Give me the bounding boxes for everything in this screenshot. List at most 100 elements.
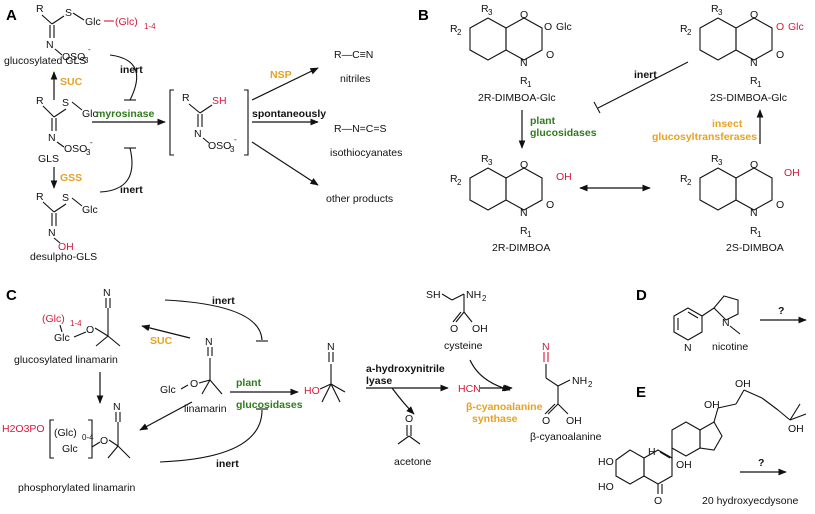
svg-text:OSO: OSO bbox=[62, 51, 85, 63]
inert-label-bottom: inert bbox=[120, 184, 143, 196]
label-2r-dimboa-glc: 2R-DIMBOA-Glc bbox=[478, 92, 556, 104]
linamarin-structure: N Glc O bbox=[160, 336, 223, 396]
label-phosphorylated-linamarin: phosphorylated linamarin bbox=[18, 482, 135, 494]
svg-text:N: N bbox=[194, 128, 202, 140]
svg-text:3: 3 bbox=[488, 8, 493, 17]
dimboa-glc-2s-structure: R 3 R 2 O N O O Glc R 1 bbox=[680, 3, 804, 89]
svg-text:R: R bbox=[481, 153, 489, 165]
svg-text:N: N bbox=[103, 287, 111, 299]
isothiocyanate-structure: R—N=C=S bbox=[334, 123, 387, 135]
phosphorylated-linamarin-structure: H2O3PO (Glc) 0-4 Glc O N bbox=[2, 401, 131, 459]
svg-text:O: O bbox=[776, 199, 784, 211]
svg-text:O: O bbox=[750, 9, 758, 21]
svg-text:R: R bbox=[36, 191, 44, 203]
svg-text:R: R bbox=[182, 92, 190, 104]
svg-text:-: - bbox=[90, 138, 93, 147]
panel-a: A R S Glc (Glc) 1-4 N OSO 3 - glucosylat… bbox=[4, 3, 402, 263]
svg-text:1: 1 bbox=[757, 80, 762, 89]
dimboa-2r-structure: R 3 R 2 O N O OH R 1 bbox=[450, 153, 572, 239]
svg-text:N: N bbox=[684, 342, 692, 354]
svg-text:O: O bbox=[520, 9, 528, 21]
svg-text:S: S bbox=[62, 192, 69, 204]
svg-text:S: S bbox=[62, 97, 69, 109]
label-question-e: ? bbox=[758, 457, 764, 469]
acetone-cyanohydrin-structure: N HO bbox=[304, 341, 346, 403]
panel-a-letter: A bbox=[6, 7, 17, 24]
svg-text:1-4: 1-4 bbox=[70, 319, 82, 328]
inert-c-top: inert bbox=[212, 295, 235, 307]
label-plant-b: plant bbox=[530, 115, 556, 127]
inert-label-top: inert bbox=[120, 64, 143, 76]
label-hcn: HCN bbox=[458, 383, 481, 395]
svg-text:OH: OH bbox=[556, 171, 572, 183]
svg-text:Glc: Glc bbox=[82, 108, 98, 120]
panel-d: D N N nicotine ? bbox=[636, 287, 807, 354]
svg-text:R: R bbox=[680, 173, 688, 185]
svg-text:R: R bbox=[711, 153, 719, 165]
svg-text:O: O bbox=[450, 323, 458, 335]
inert-c-bottom: inert bbox=[216, 458, 239, 470]
label-b-cyanoalanine: β-cyanoalanine bbox=[530, 431, 602, 443]
svg-text:N: N bbox=[205, 336, 213, 348]
thiohydroximate-intermediate: R SH N OSO 3 - bbox=[169, 89, 249, 156]
desulpho-gls-structure: R S Glc N OH bbox=[36, 191, 98, 253]
enzyme-gss: GSS bbox=[60, 172, 82, 184]
hydroxyecdysone-structure: HO HO H O OH OH OH OH bbox=[598, 378, 807, 507]
glucosylated-linamarin-structure: (Glc) 1-4 Glc O N bbox=[42, 287, 121, 347]
svg-text:O: O bbox=[750, 159, 758, 171]
svg-text:OSO: OSO bbox=[64, 143, 87, 155]
svg-text:HO: HO bbox=[304, 385, 320, 397]
svg-text:-: - bbox=[234, 135, 237, 144]
svg-text:Glc: Glc bbox=[82, 204, 98, 216]
svg-text:R: R bbox=[36, 95, 44, 107]
svg-text:Glc: Glc bbox=[160, 384, 176, 396]
svg-text:R: R bbox=[481, 3, 489, 15]
svg-text:R: R bbox=[750, 225, 758, 237]
glucosylated-gls-structure: R S Glc (Glc) 1-4 N OSO 3 - bbox=[36, 3, 156, 65]
gls-structure: R S Glc N OSO 3 - bbox=[36, 95, 98, 157]
panel-e-letter: E bbox=[636, 384, 646, 401]
svg-text:2: 2 bbox=[588, 380, 593, 389]
dimboa-glc-2r-structure: R 3 R 2 O N O O Glc R 1 bbox=[450, 3, 572, 89]
svg-text:Glc: Glc bbox=[556, 21, 572, 33]
svg-text:2: 2 bbox=[457, 178, 462, 187]
label-acetone: acetone bbox=[394, 456, 432, 468]
svg-text:OH: OH bbox=[704, 399, 720, 411]
panel-c-letter: C bbox=[6, 287, 17, 304]
svg-text:1: 1 bbox=[757, 230, 762, 239]
svg-text:OH: OH bbox=[58, 241, 74, 253]
svg-text:N: N bbox=[48, 132, 56, 144]
svg-text:2: 2 bbox=[457, 28, 462, 37]
svg-text:R: R bbox=[680, 23, 688, 35]
label-spontaneously: spontaneously bbox=[252, 108, 326, 120]
svg-text:N: N bbox=[520, 207, 528, 219]
label-linamarin: linamarin bbox=[184, 403, 227, 415]
svg-text:OH: OH bbox=[788, 423, 804, 435]
label-desulpho-gls: desulpho-GLS bbox=[30, 251, 97, 263]
panel-b: B R 3 R 2 O N O O Glc R 1 2R-DIMBOA-Glc … bbox=[418, 3, 804, 254]
dimboa-2s-structure: R 3 R 2 O N O OH R 1 bbox=[680, 153, 800, 239]
panel-e: E HO HO H O OH OH OH OH bbox=[598, 378, 807, 507]
svg-text:H: H bbox=[648, 446, 656, 458]
label-a-hydroxynitrile: a-hydroxynitrile bbox=[366, 363, 445, 375]
svg-text:N: N bbox=[48, 227, 56, 239]
svg-text:OH: OH bbox=[784, 167, 800, 179]
svg-text:0-4: 0-4 bbox=[82, 433, 94, 442]
enzyme-myrosinase: myrosinase bbox=[96, 108, 155, 120]
svg-text:1: 1 bbox=[527, 230, 532, 239]
svg-text:O: O bbox=[546, 49, 554, 61]
svg-text:SH: SH bbox=[212, 95, 227, 107]
svg-text:R: R bbox=[750, 75, 758, 87]
panel-c: C (Glc) 1-4 Glc O N glucosylated linamar… bbox=[2, 287, 602, 494]
svg-text:O: O bbox=[546, 199, 554, 211]
cysteine-structure: SH NH 2 O OH bbox=[426, 289, 488, 335]
label-2s-dimboa: 2S-DIMBOA bbox=[726, 242, 784, 254]
svg-text:HO: HO bbox=[598, 456, 614, 468]
label-gls: GLS bbox=[38, 153, 59, 165]
svg-text:O: O bbox=[190, 378, 198, 390]
label-other-products: other products bbox=[326, 193, 393, 205]
svg-text:N: N bbox=[542, 341, 550, 353]
svg-text:O: O bbox=[654, 495, 662, 507]
svg-text:O: O bbox=[542, 415, 550, 427]
svg-text:O: O bbox=[520, 159, 528, 171]
